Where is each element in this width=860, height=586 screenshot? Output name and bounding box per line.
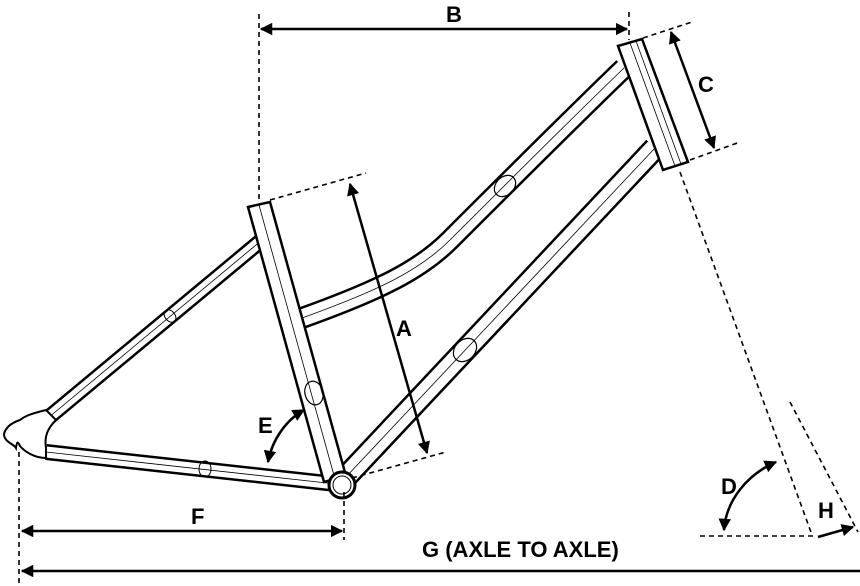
seat-tube bbox=[246, 200, 348, 484]
label-a: A bbox=[396, 316, 412, 341]
label-f: F bbox=[191, 504, 204, 529]
dimension-e: E bbox=[258, 408, 306, 464]
label-b: B bbox=[446, 2, 462, 27]
dimension-h: H bbox=[789, 401, 859, 539]
bottom-bracket bbox=[327, 470, 357, 500]
label-c: C bbox=[698, 72, 714, 97]
label-h: H bbox=[818, 498, 834, 523]
label-d: D bbox=[721, 474, 737, 499]
chain-stay bbox=[45, 444, 337, 492]
seat-stay bbox=[42, 233, 268, 425]
label-e: E bbox=[258, 413, 273, 438]
top-tube bbox=[298, 60, 632, 329]
label-g: G (AXLE TO AXLE) bbox=[422, 537, 619, 562]
dimension-g: G (AXLE TO AXLE) bbox=[20, 537, 860, 578]
dimension-f: F bbox=[18, 452, 345, 586]
dimension-a: A bbox=[269, 172, 447, 479]
dimension-c: C bbox=[642, 21, 741, 161]
dimension-b: B bbox=[258, 2, 630, 200]
rear-dropout bbox=[2, 408, 58, 460]
dimension-d: D bbox=[679, 171, 816, 537]
